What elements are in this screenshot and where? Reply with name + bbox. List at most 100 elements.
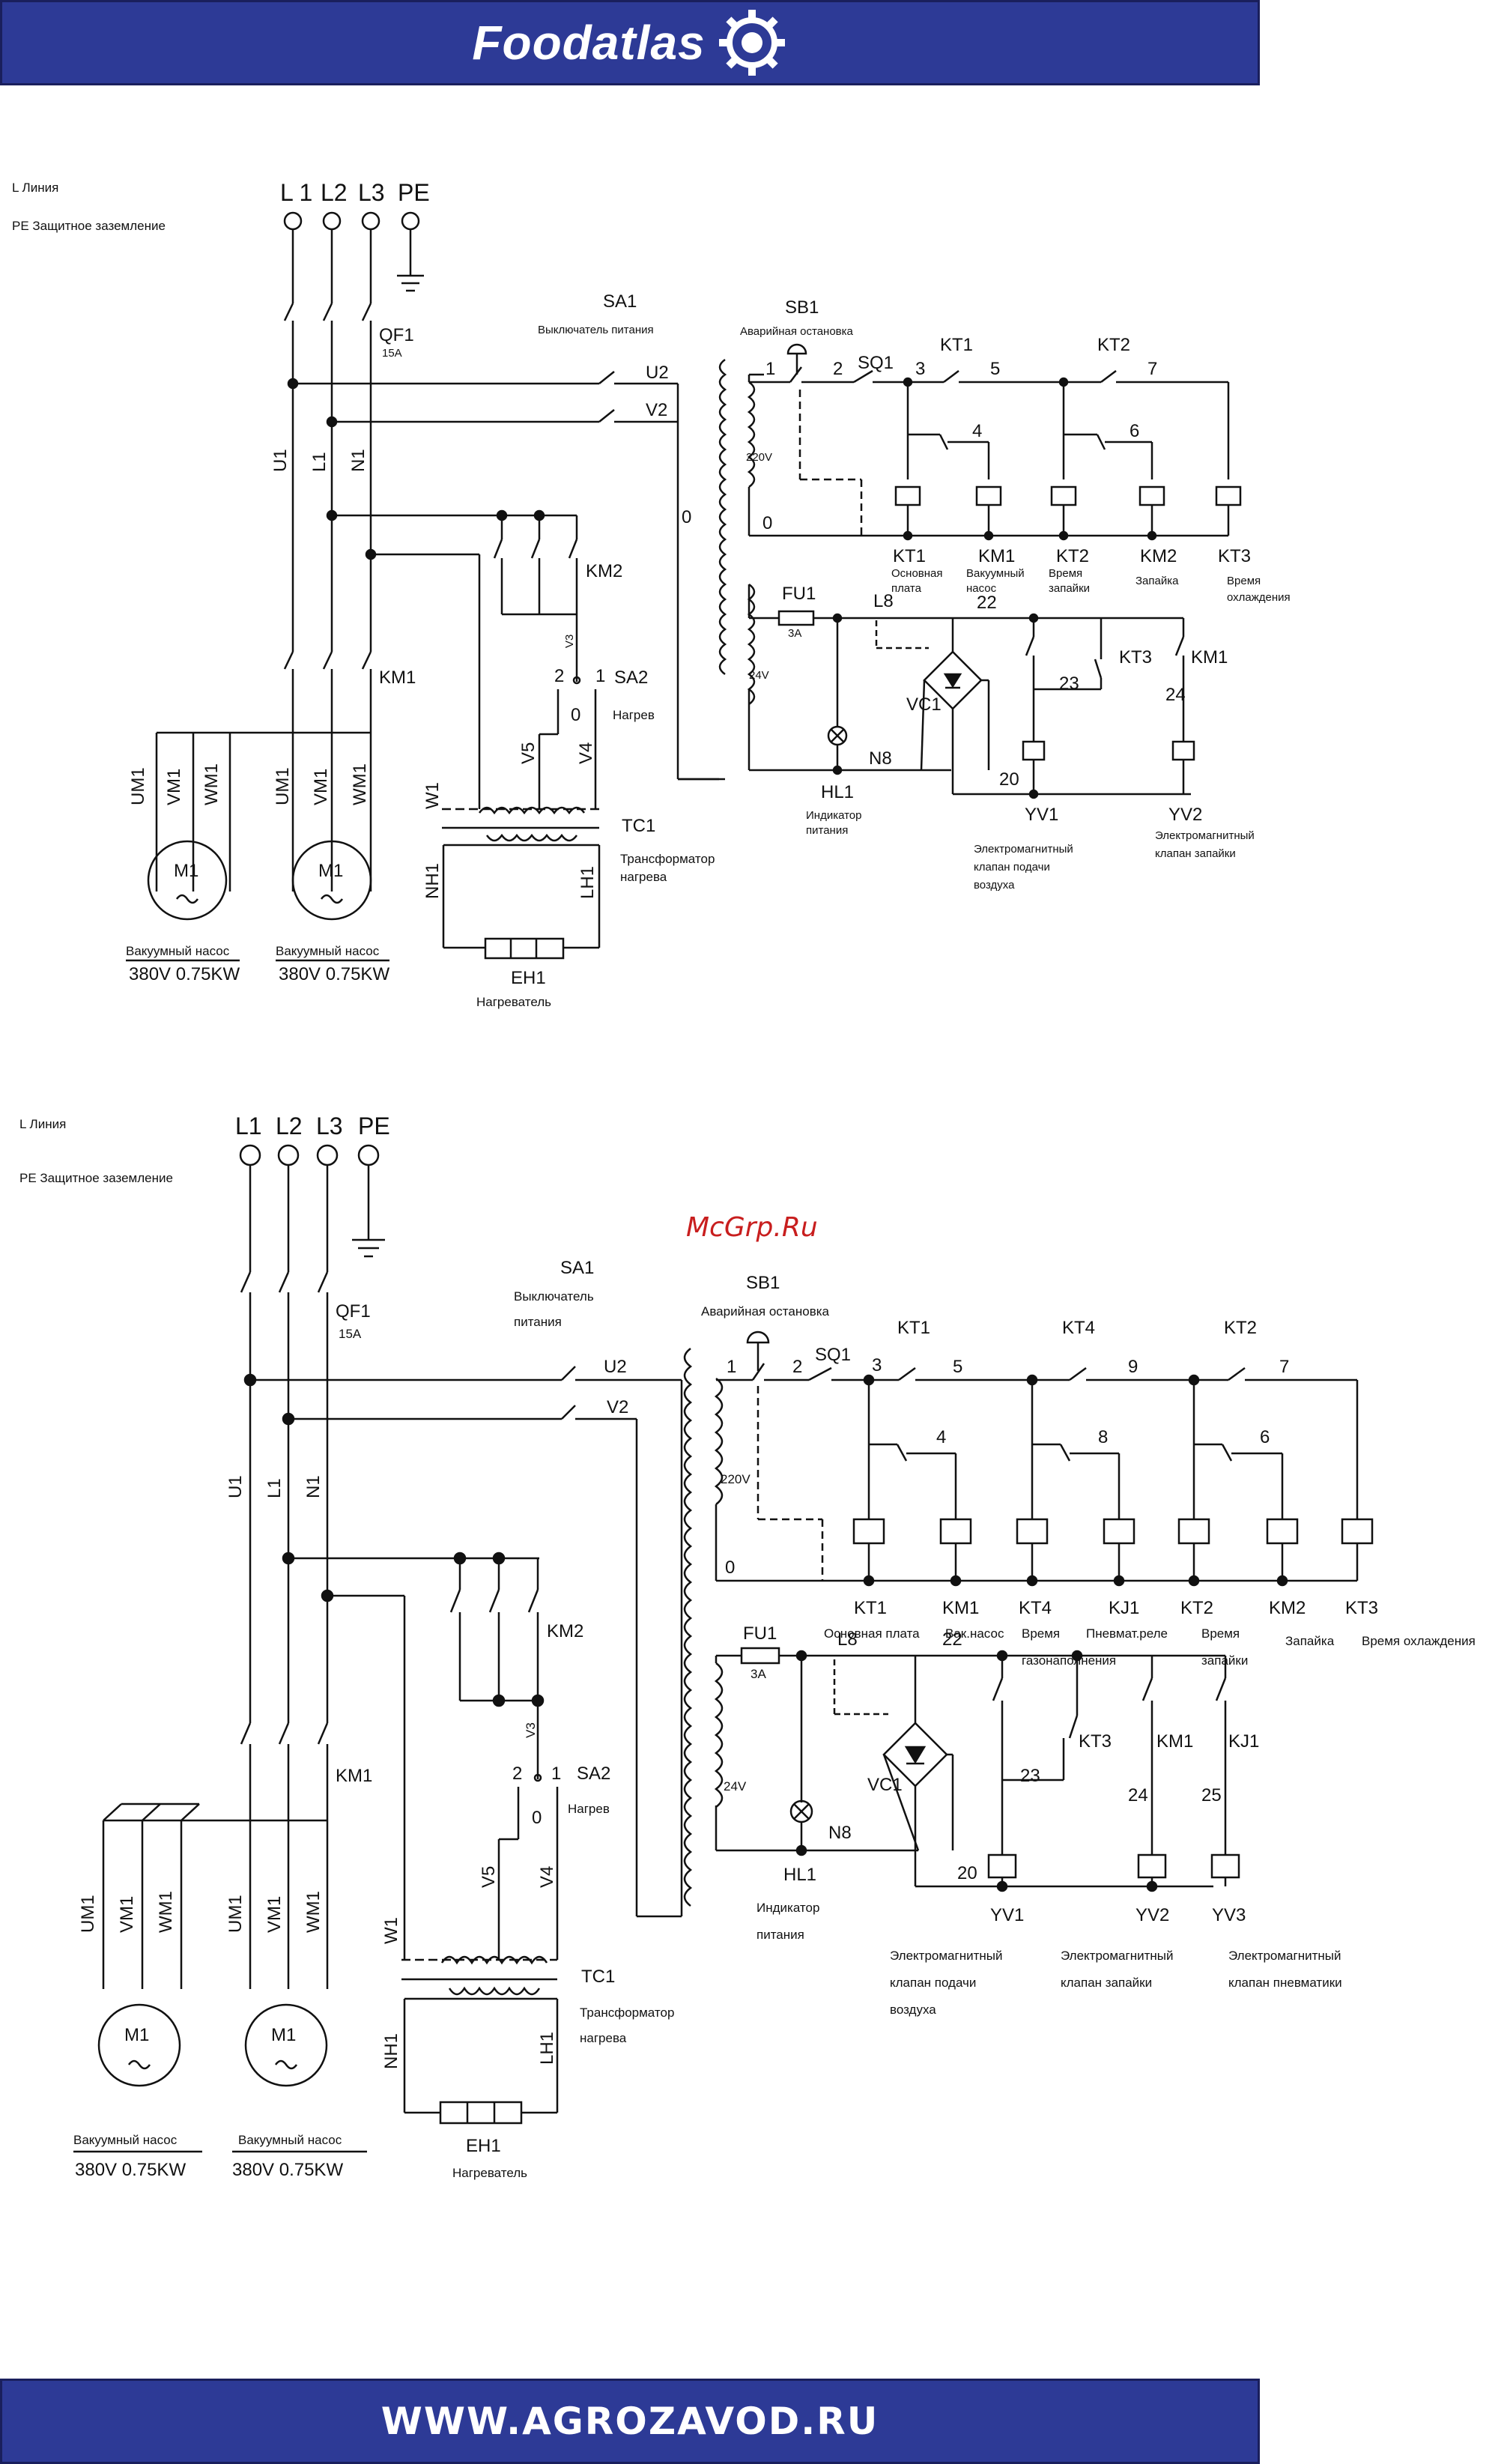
yv1-desc-1: Электромагнитный — [890, 1949, 1002, 1963]
wire-22: 22 — [942, 1629, 962, 1650]
terminal-circle — [322, 211, 342, 231]
hl1-desc-1: Индикатор — [756, 1901, 819, 1915]
kt2-contact-label: KT2 — [1224, 1318, 1257, 1338]
hl1-desc-1: Индикатор — [806, 809, 862, 822]
coil-kt2 — [1050, 485, 1077, 506]
wire-lh1: LH1 — [577, 866, 598, 899]
terminal-l2: L2 — [276, 1113, 303, 1139]
wire-2: 2 — [792, 1357, 802, 1377]
wire-vm1: VM1 — [117, 1896, 137, 1933]
yv1-desc-3: воздуха — [974, 879, 1015, 892]
eh1-desc: Нагреватель — [476, 995, 551, 1009]
coil-kt4-label: KT4 — [1019, 1598, 1052, 1618]
sa2-pin-0: 0 — [571, 705, 580, 725]
sa1-label: SA1 — [603, 291, 637, 312]
footer-url-link[interactable]: WWW.AGROZAVOD.RU — [380, 2400, 879, 2443]
eh1-label: EH1 — [466, 2136, 501, 2156]
emergency-stop-icon[interactable] — [786, 343, 807, 355]
coil-km1-desc-1: Вакуумный — [966, 567, 1025, 580]
kt2-contact-label: KT2 — [1097, 335, 1130, 355]
yv1-label: YV1 — [1025, 805, 1058, 825]
transformer-0: 0 — [725, 1558, 735, 1578]
wire-n8: N8 — [828, 1823, 852, 1843]
footer-banner: WWW.AGROZAVOD.RU — [0, 2379, 1260, 2464]
gear-logo-icon — [718, 10, 785, 76]
kt3-contact — [1068, 1715, 1079, 1739]
yv3-label: YV3 — [1212, 1905, 1246, 1925]
terminal-pe: PE — [398, 179, 430, 206]
brand-logo-text: Foodatlas — [472, 16, 706, 70]
wiring-diagram-2: L Линия PE Защитное заземление L1 L2 L3 … — [19, 1113, 1476, 2180]
sa1-desc: Выключатель питания — [538, 324, 654, 336]
tc1-desc-1: Трансформатор — [620, 852, 715, 866]
sa1-switch[interactable] — [561, 1366, 576, 1381]
terminal-circle — [283, 211, 303, 231]
coil-yv1 — [987, 1853, 1017, 1879]
yv1-label: YV1 — [990, 1905, 1024, 1925]
kt1-contact — [898, 1366, 916, 1381]
wire-nh1: NH1 — [381, 2033, 401, 2069]
fu1-rating: 3A — [788, 627, 801, 640]
terminal-l2: L2 — [321, 179, 348, 206]
wire-22: 22 — [977, 593, 997, 613]
sa1-switch[interactable] — [598, 371, 615, 384]
km1-label: KM1 — [379, 668, 416, 688]
km1-contact-label: KM1 — [1191, 647, 1228, 668]
wiring-diagram-1: L Линия PE Защитное заземление L 1 L2 L3… — [12, 179, 1291, 1009]
terminal-l1: L1 — [235, 1113, 262, 1139]
sb1-label: SB1 — [746, 1273, 780, 1293]
coil-km2-label: KM2 — [1269, 1598, 1306, 1618]
yv2-label: YV2 — [1135, 1905, 1169, 1925]
yv1-desc-1: Электромагнитный — [974, 843, 1073, 856]
hl1-label: HL1 — [783, 1865, 816, 1885]
heater-eh1-icon — [484, 937, 565, 960]
coil-km2-label: KM2 — [1140, 546, 1177, 566]
sa2-switch[interactable] — [533, 1773, 542, 1782]
coil-yv3 — [1210, 1853, 1240, 1879]
fu1-label: FU1 — [782, 584, 816, 604]
sa2-switch[interactable] — [572, 676, 581, 685]
wire-4: 4 — [936, 1427, 946, 1447]
km2-label: KM2 — [547, 1621, 583, 1641]
wire-v2: V2 — [607, 1397, 628, 1417]
kt4-contact — [1069, 1366, 1087, 1381]
wire-24: 24 — [1165, 685, 1186, 705]
terminal-pe: PE — [358, 1113, 390, 1139]
hl1-desc-2: питания — [806, 824, 848, 837]
wire-4: 4 — [972, 421, 982, 441]
pump-spec: 380V 0.75KW — [232, 2160, 343, 2180]
motor-m1-label: M1 — [124, 2025, 149, 2045]
coil-kt2-desc-1: Время — [1049, 567, 1082, 580]
coil-kj1 — [1103, 1518, 1135, 1545]
coil-yv2 — [1171, 740, 1195, 761]
terminal-circle — [277, 1144, 300, 1166]
voltage-24v: 24V — [749, 669, 769, 682]
terminal-l3: L3 — [316, 1113, 343, 1139]
wire-vm1: VM1 — [164, 769, 184, 805]
emergency-stop-icon[interactable] — [746, 1331, 770, 1344]
hl1-label: HL1 — [821, 782, 854, 802]
eh1-desc: Нагреватель — [452, 2166, 527, 2180]
watermark: McGrp.Ru — [686, 1212, 818, 1243]
transformer-0b: 0 — [762, 513, 772, 533]
pump-spec: 380V 0.75KW — [75, 2160, 186, 2180]
coil-kt4-desc-1: Время — [1022, 1626, 1060, 1641]
terminal-l1: L 1 — [280, 179, 312, 206]
terminal-circle — [316, 1144, 339, 1166]
coil-kt1 — [852, 1518, 885, 1545]
motor-m1-label: M1 — [271, 2025, 296, 2045]
control-transformer-icon — [683, 1348, 693, 1907]
km1-contact-label: KM1 — [1156, 1731, 1193, 1752]
coil-km1-label: KM1 — [978, 546, 1015, 566]
tc1-desc-1: Трансформатор — [580, 2006, 674, 2020]
motor-m1-icon — [97, 2003, 181, 2087]
wire-20: 20 — [999, 769, 1019, 790]
wire-u1: U1 — [225, 1475, 246, 1498]
kt1-contact — [943, 370, 959, 383]
wire-5: 5 — [990, 359, 1000, 379]
coil-kj1-desc: Пневмат.реле — [1086, 1626, 1168, 1641]
qf1-rating: 15A — [339, 1327, 362, 1341]
legend-pe: PE Защитное заземление — [19, 1171, 173, 1185]
wire-v3: V3 — [563, 635, 576, 648]
voltage-220v: 220V — [721, 1472, 751, 1486]
